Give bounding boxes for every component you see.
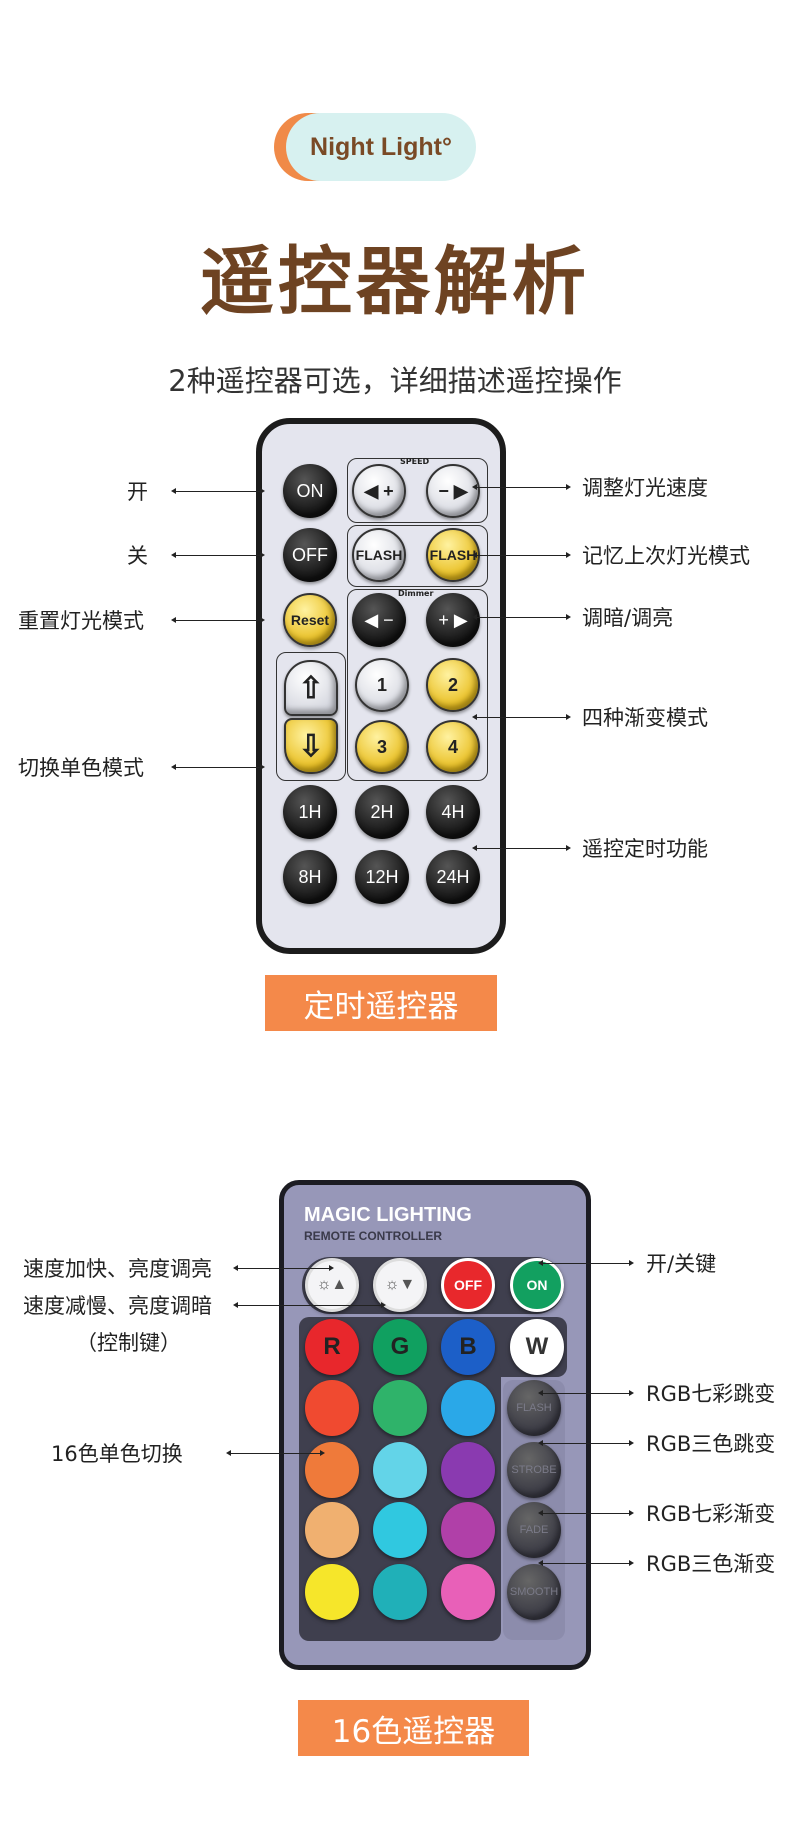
color-switch-group (276, 652, 346, 781)
dimmer-group (347, 589, 488, 781)
color-button[interactable] (441, 1442, 495, 1498)
arrow-icon (171, 552, 265, 558)
color-button[interactable] (441, 1564, 495, 1620)
dimmer-label: Dimmer (398, 589, 434, 598)
flash-group (347, 525, 488, 587)
arrow-icon (472, 845, 571, 851)
arrow-icon (171, 488, 265, 494)
arrow-icon (538, 1440, 634, 1446)
speed-label: SPEED (400, 457, 430, 466)
color-button[interactable]: R (305, 1319, 359, 1375)
arrow-icon (472, 552, 571, 558)
right-label: 记忆上次灯光模式 (582, 544, 750, 568)
m3-button[interactable]: 3 (355, 720, 409, 774)
night-light-badge: Night Light° (286, 113, 476, 181)
m1-button[interactable]: 1 (355, 658, 409, 712)
left-label: 重置灯光模式 (18, 609, 144, 633)
arrow-icon (538, 1260, 634, 1266)
color-button[interactable]: W (510, 1319, 564, 1375)
color-button[interactable] (373, 1380, 427, 1436)
arrow-icon (171, 764, 265, 770)
t12-button[interactable]: 12H (355, 850, 409, 904)
arrow-icon (472, 614, 571, 620)
timer-remote-title: 定时遥控器 (265, 975, 497, 1031)
right-label: RGB七彩渐变 (646, 1502, 776, 1526)
left-label: 16色单色切换 (51, 1442, 183, 1466)
color-button[interactable] (305, 1564, 359, 1620)
off-button[interactable]: OFF (441, 1258, 495, 1312)
right-label: 遥控定时功能 (582, 837, 708, 861)
arrow-icon (171, 617, 265, 623)
speed-up-button[interactable]: ◀ + (352, 464, 406, 518)
on-button[interactable]: ON (510, 1258, 564, 1312)
flash2-button[interactable]: FLASH (426, 528, 480, 582)
arrow-icon (538, 1510, 634, 1516)
right-label: RGB三色跳变 (646, 1432, 776, 1456)
off-button[interactable]: OFF (283, 528, 337, 582)
brand-label: MAGIC LIGHTING (304, 1204, 472, 1226)
right-label: 调暗/调亮 (582, 606, 674, 630)
arrow-icon (226, 1450, 325, 1456)
arrow-icon (472, 484, 571, 490)
t8-button[interactable]: 8H (283, 850, 337, 904)
t24-button[interactable]: 24H (426, 850, 480, 904)
color-button[interactable] (305, 1502, 359, 1558)
smooth-button[interactable]: SMOOTH (507, 1564, 561, 1620)
speed-down-button[interactable]: − ▶ (426, 464, 480, 518)
left-label: 开 (127, 480, 148, 504)
down-arrow-button[interactable]: ⇩ (284, 718, 338, 774)
speed-group (347, 458, 488, 523)
t1-button[interactable]: 1H (283, 785, 337, 839)
right-label: RGB七彩跳变 (646, 1382, 776, 1406)
flash1-button[interactable]: FLASH (352, 528, 406, 582)
color-button[interactable] (305, 1442, 359, 1498)
page-title: 遥控器解析 (200, 239, 590, 325)
color-button[interactable] (373, 1502, 427, 1558)
arrow-icon (538, 1560, 634, 1566)
color-button[interactable] (373, 1564, 427, 1620)
on-button[interactable]: ON (283, 464, 337, 518)
right-label: 开/关键 (646, 1252, 717, 1276)
reset-button[interactable]: Reset (283, 593, 337, 647)
speed-down-dim-button[interactable]: ☼▼ (373, 1258, 427, 1312)
left-label: 关 (127, 544, 148, 568)
dim-up-button[interactable]: + ▶ (426, 593, 480, 647)
color-button[interactable] (373, 1442, 427, 1498)
left-label: 速度减慢、亮度调暗 (23, 1294, 212, 1318)
right-label: RGB三色渐变 (646, 1552, 776, 1576)
strobe-button[interactable]: STROBE (507, 1442, 561, 1498)
up-arrow-button[interactable]: ⇧ (284, 660, 338, 716)
page-subtitle: 2种遥控器可选，详细描述遥控操作 (168, 364, 622, 398)
color-button[interactable]: G (373, 1319, 427, 1375)
right-label: 四种渐变模式 (582, 706, 708, 730)
color-button[interactable] (441, 1380, 495, 1436)
dim-down-button[interactable]: ◀ − (352, 593, 406, 647)
arrow-icon (233, 1302, 386, 1308)
color-button[interactable]: B (441, 1319, 495, 1375)
color-button[interactable] (305, 1380, 359, 1436)
color-button[interactable] (441, 1502, 495, 1558)
left-label: 切换单色模式 (18, 756, 144, 780)
arrow-icon (233, 1265, 334, 1271)
t4-button[interactable]: 4H (426, 785, 480, 839)
t2-button[interactable]: 2H (355, 785, 409, 839)
flash-button[interactable]: FLASH (507, 1380, 561, 1436)
fade-button[interactable]: FADE (507, 1502, 561, 1558)
left-label: （控制键） (76, 1331, 181, 1355)
m4-button[interactable]: 4 (426, 720, 480, 774)
brand-sub-label: REMOTE CONTROLLER (304, 1229, 442, 1243)
left-label: 速度加快、亮度调亮 (23, 1257, 212, 1281)
right-label: 调整灯光速度 (582, 476, 708, 500)
arrow-icon (538, 1390, 634, 1396)
arrow-icon (472, 714, 571, 720)
rgb-remote-title: 16色遥控器 (298, 1700, 529, 1756)
m2-button[interactable]: 2 (426, 658, 480, 712)
